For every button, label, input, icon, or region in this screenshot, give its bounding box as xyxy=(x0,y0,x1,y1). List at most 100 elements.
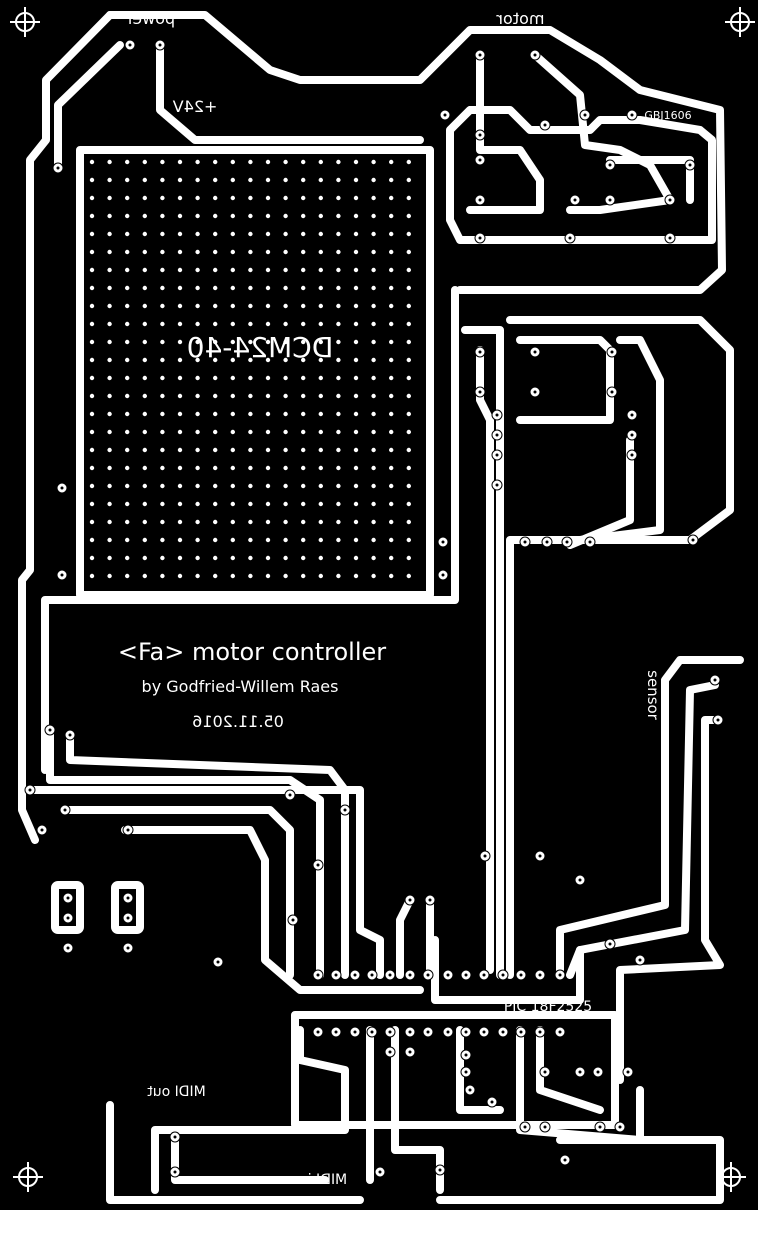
drill-hole xyxy=(545,540,549,544)
drill-hole xyxy=(408,1030,412,1034)
module-hole xyxy=(336,555,341,561)
module-hole xyxy=(142,357,147,363)
module-hole xyxy=(406,339,411,345)
module-hole xyxy=(177,465,183,471)
module-hole xyxy=(353,393,359,399)
module-hole xyxy=(213,267,218,273)
module-hole xyxy=(213,213,218,219)
module-hole xyxy=(177,483,183,489)
module-hole xyxy=(213,465,218,471)
trace-left-4 xyxy=(121,826,424,994)
module-hole xyxy=(389,375,394,381)
module-hole xyxy=(125,249,130,255)
module-hole xyxy=(89,501,95,507)
module-hole xyxy=(318,339,323,345)
module-hole xyxy=(371,447,376,453)
module-hole xyxy=(160,231,165,237)
drill-hole xyxy=(478,236,482,240)
trace-frame-left xyxy=(18,11,114,844)
module-hole xyxy=(213,573,218,579)
trace-left-1 xyxy=(46,726,324,979)
module-hole xyxy=(177,411,183,417)
module-hole xyxy=(195,501,200,507)
module-hole xyxy=(125,429,130,435)
module-hole xyxy=(248,159,253,165)
drill-hole xyxy=(478,198,482,202)
module-hole xyxy=(283,519,288,525)
module-hole xyxy=(283,231,288,237)
module-hole xyxy=(283,465,288,471)
module-hole xyxy=(177,321,183,327)
module-hole xyxy=(195,213,200,219)
module-hole xyxy=(160,267,165,273)
module-hole xyxy=(142,195,147,201)
module-hole xyxy=(177,501,183,507)
module-hole xyxy=(371,231,376,237)
drill-hole xyxy=(668,236,672,240)
module-hole xyxy=(389,465,394,471)
module-hole xyxy=(283,213,288,219)
module-outline xyxy=(76,146,434,599)
module-hole xyxy=(177,231,183,237)
module-hole xyxy=(283,537,288,543)
module-hole xyxy=(195,321,200,327)
power-label: power xyxy=(125,9,175,28)
module-hole xyxy=(265,231,271,237)
module-hole xyxy=(336,573,341,579)
drill-hole xyxy=(353,973,357,977)
drill-hole xyxy=(126,828,130,832)
module-hole xyxy=(125,573,130,579)
module-hole xyxy=(318,231,323,237)
module-hole xyxy=(248,393,253,399)
trace-pic-4 xyxy=(171,1136,329,1184)
drill-hole xyxy=(483,854,487,858)
module-hole xyxy=(353,429,359,435)
module-hole xyxy=(353,555,359,561)
trace-sensor-3 xyxy=(616,716,724,1084)
module-hole xyxy=(371,465,376,471)
module-hole xyxy=(406,555,411,561)
module-hole xyxy=(283,375,288,381)
module-hole xyxy=(125,231,130,237)
module-hole xyxy=(177,303,183,309)
drill-hole xyxy=(60,486,64,490)
module-hole xyxy=(89,375,95,381)
module-hole xyxy=(336,159,341,165)
drill-hole xyxy=(316,973,320,977)
module-hole xyxy=(353,357,359,363)
module-hole xyxy=(107,555,112,561)
module-hole xyxy=(371,393,376,399)
module-hole xyxy=(142,429,147,435)
module-hole xyxy=(125,447,130,453)
drill-hole xyxy=(378,1170,382,1174)
module-hole xyxy=(389,537,394,543)
module-hole xyxy=(160,555,165,561)
module-hole xyxy=(371,159,376,165)
drill-hole xyxy=(608,163,612,167)
module-hole xyxy=(89,393,95,399)
module-hole xyxy=(230,483,235,489)
drill-hole xyxy=(216,960,220,964)
module-hole xyxy=(318,267,323,273)
drill-hole xyxy=(464,1070,468,1074)
module-hole xyxy=(283,249,288,255)
drill-hole xyxy=(388,1050,392,1054)
module-hole xyxy=(265,465,271,471)
drill-hole xyxy=(468,1088,472,1092)
module-hole xyxy=(336,429,341,435)
module-hole xyxy=(336,285,341,291)
module-hole xyxy=(265,393,271,399)
drill-hole xyxy=(543,123,547,127)
module-hole xyxy=(177,429,183,435)
jumper-left xyxy=(51,881,84,934)
module-hole xyxy=(142,519,147,525)
module-hole xyxy=(318,519,323,525)
drill-hole xyxy=(478,390,482,394)
module-hole xyxy=(336,231,341,237)
pic-label: PIC 18F2525 xyxy=(504,999,592,1015)
drill-hole xyxy=(495,433,499,437)
module-hole xyxy=(283,501,288,507)
module-hole xyxy=(371,195,376,201)
module-hole xyxy=(195,231,200,237)
module-hole xyxy=(195,519,200,525)
